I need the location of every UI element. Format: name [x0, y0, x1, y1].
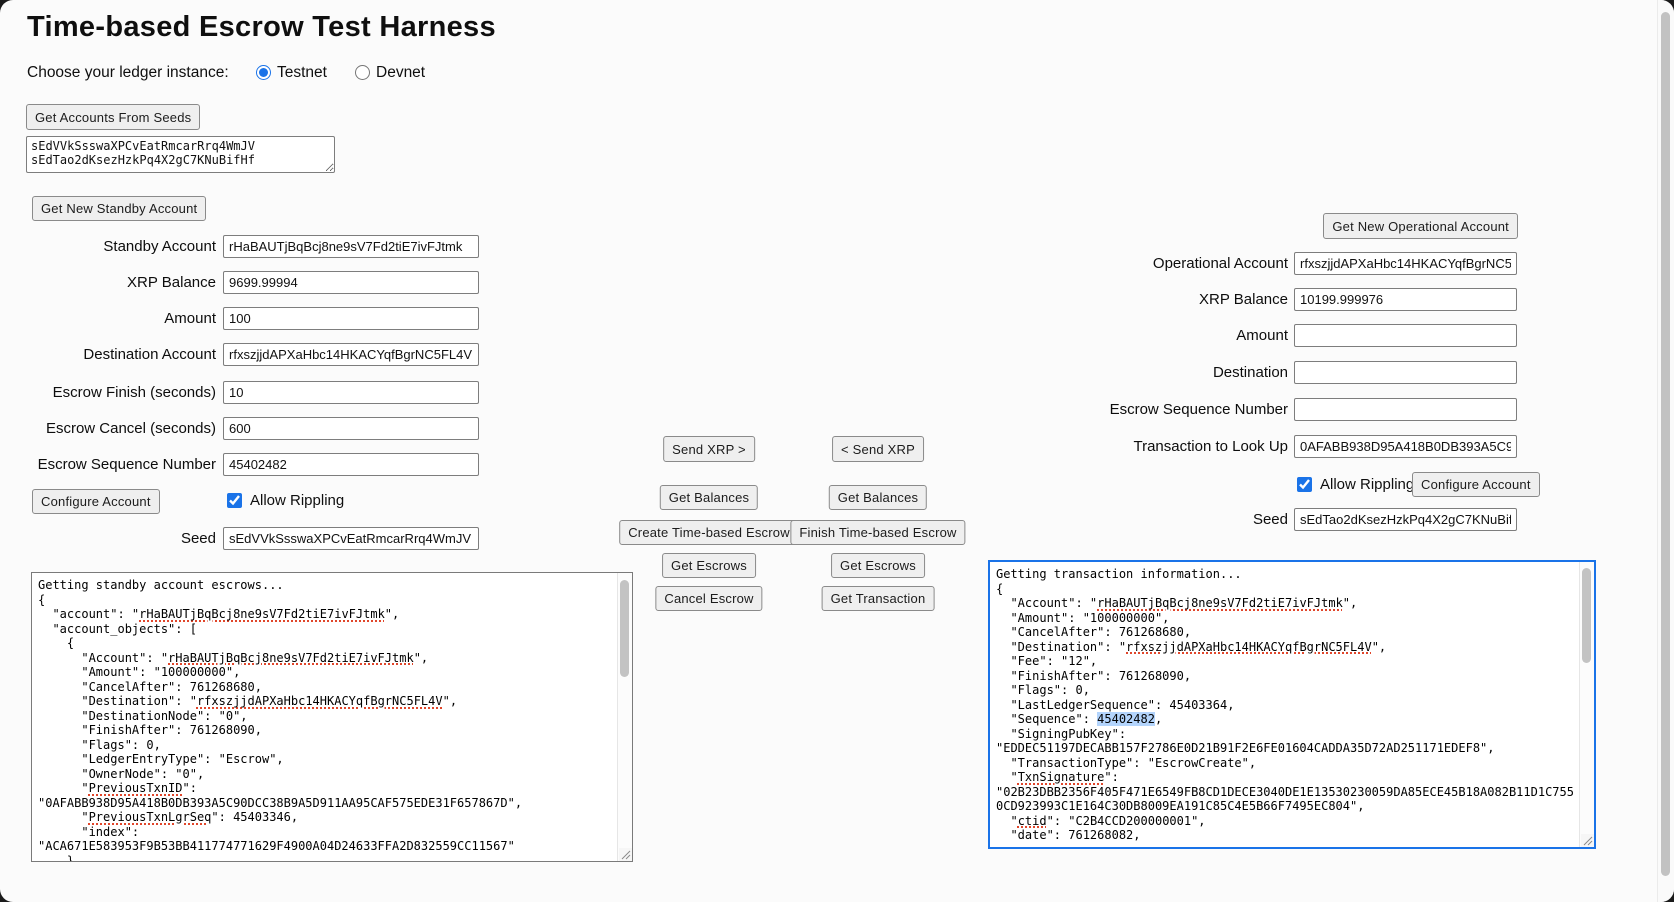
send-xrp-operational-button[interactable]: < Send XRP — [832, 436, 924, 462]
standby-escrow-sequence-label: Escrow Sequence Number — [37, 456, 216, 473]
operational-destination-label: Destination — [1212, 364, 1288, 381]
send-xrp-standby-button[interactable]: Send XRP > — [663, 436, 755, 462]
standby-amount-input[interactable] — [223, 307, 479, 330]
escrow-finish-row: Escrow Finish (seconds) — [0, 381, 479, 404]
standby-destination-input[interactable] — [223, 343, 479, 366]
operational-escrow-sequence-row: Escrow Sequence Number — [1000, 398, 1517, 421]
operational-seed-input[interactable] — [1294, 508, 1517, 531]
standby-escrow-sequence-input[interactable] — [223, 453, 479, 476]
escrow-finish-label: Escrow Finish (seconds) — [52, 384, 216, 401]
standby-xrp-balance-label: XRP Balance — [127, 274, 216, 291]
get-transaction-button[interactable]: Get Transaction — [821, 586, 935, 611]
standby-xrp-balance-input[interactable] — [223, 271, 479, 294]
operational-allow-rippling-checkbox[interactable] — [1297, 477, 1312, 492]
standby-configure-account-button[interactable]: Configure Account — [32, 489, 160, 514]
operational-xrp-balance-input[interactable] — [1294, 288, 1517, 311]
standby-allow-rippling-checkbox[interactable] — [227, 493, 242, 508]
standby-seed-label: Seed — [180, 530, 216, 547]
create-time-based-escrow-button[interactable]: Create Time-based Escrow — [619, 520, 799, 545]
standby-seed-row: Seed — [0, 527, 479, 550]
resize-grip-icon[interactable] — [1581, 834, 1594, 847]
standby-amount-row: Amount — [0, 307, 479, 330]
operational-xrp-balance-row: XRP Balance — [1000, 288, 1517, 311]
operational-account-row: Operational Account — [1000, 252, 1517, 275]
ledger-instance-label: Choose your ledger instance: — [27, 64, 229, 81]
transaction-to-look-up-row: Transaction to Look Up — [1000, 435, 1517, 458]
operational-amount-input[interactable] — [1294, 324, 1517, 347]
radio-testnet-label: Testnet — [277, 64, 327, 81]
operational-allow-rippling-label: Allow Rippling — [1320, 476, 1415, 493]
transaction-results-scrollbar[interactable] — [1579, 562, 1594, 847]
standby-allow-rippling-label: Allow Rippling — [250, 492, 345, 509]
finish-time-based-escrow-button[interactable]: Finish Time-based Escrow — [790, 520, 966, 545]
scrollbar-thumb[interactable] — [1582, 568, 1591, 663]
standby-escrow-sequence-row: Escrow Sequence Number — [0, 453, 479, 476]
operational-xrp-balance-label: XRP Balance — [1199, 291, 1288, 308]
operational-escrow-sequence-input[interactable] — [1294, 398, 1517, 421]
operational-seed-label: Seed — [1252, 511, 1288, 528]
transaction-to-look-up-input[interactable] — [1294, 435, 1517, 458]
get-new-operational-account-button[interactable]: Get New Operational Account — [1323, 213, 1518, 239]
operational-destination-row: Destination — [1000, 361, 1517, 384]
operational-account-label: Operational Account — [1152, 255, 1288, 272]
operational-destination-input[interactable] — [1294, 361, 1517, 384]
get-accounts-from-seeds-button[interactable]: Get Accounts From Seeds — [26, 104, 201, 130]
scrollbar-thumb[interactable] — [620, 580, 629, 677]
operational-amount-label: Amount — [1236, 327, 1288, 344]
operational-escrow-sequence-label: Escrow Sequence Number — [1109, 401, 1288, 418]
standby-xrp-balance-row: XRP Balance — [0, 271, 479, 294]
transaction-results-text: Getting transaction information... { "Ac… — [996, 567, 1574, 842]
standby-results-box[interactable]: Getting standby account escrows... { "ac… — [31, 572, 633, 862]
standby-destination-label: Destination Account — [83, 346, 216, 363]
page-scrollbar[interactable] — [1657, 0, 1674, 902]
radio-devnet[interactable] — [355, 65, 370, 80]
standby-amount-label: Amount — [164, 310, 216, 327]
standby-account-input[interactable] — [223, 235, 479, 258]
resize-grip-icon[interactable] — [619, 848, 632, 861]
radio-devnet-label: Devnet — [376, 64, 426, 81]
standby-results-scrollbar[interactable] — [617, 573, 632, 861]
operational-amount-row: Amount — [1000, 324, 1517, 347]
escrow-cancel-label: Escrow Cancel (seconds) — [45, 420, 216, 437]
standby-seed-input[interactable] — [223, 527, 479, 550]
escrow-cancel-row: Escrow Cancel (seconds) — [0, 417, 479, 440]
get-new-standby-account-button[interactable]: Get New Standby Account — [32, 196, 207, 221]
operational-configure-account-button[interactable]: Configure Account — [1412, 472, 1540, 497]
cancel-escrow-button[interactable]: Cancel Escrow — [655, 586, 763, 611]
standby-account-row: Standby Account — [0, 235, 479, 258]
page-scrollbar-thumb[interactable] — [1661, 12, 1670, 876]
escrow-cancel-input[interactable] — [223, 417, 479, 440]
standby-account-label: Standby Account — [103, 238, 216, 255]
seeds-textarea[interactable]: sEdVVkSsswaXPCvEatRmcarRrq4WmJV sEdTao2d… — [26, 136, 335, 173]
get-escrows-standby-button[interactable]: Get Escrows — [662, 553, 756, 578]
operational-seed-row: Seed — [1000, 508, 1517, 531]
standby-destination-row: Destination Account — [0, 343, 479, 366]
get-balances-standby-button[interactable]: Get Balances — [659, 485, 759, 510]
get-escrows-operational-button[interactable]: Get Escrows — [831, 553, 925, 578]
transaction-results-box[interactable]: Getting transaction information... { "Ac… — [988, 560, 1596, 849]
escrow-finish-input[interactable] — [223, 381, 479, 404]
radio-testnet[interactable] — [256, 65, 271, 80]
operational-account-input[interactable] — [1294, 252, 1517, 275]
transaction-to-look-up-label: Transaction to Look Up — [1133, 438, 1288, 455]
get-balances-operational-button[interactable]: Get Balances — [828, 485, 928, 510]
page-title: Time-based Escrow Test Harness — [27, 11, 496, 43]
standby-results-text: Getting standby account escrows... { "ac… — [38, 578, 523, 861]
